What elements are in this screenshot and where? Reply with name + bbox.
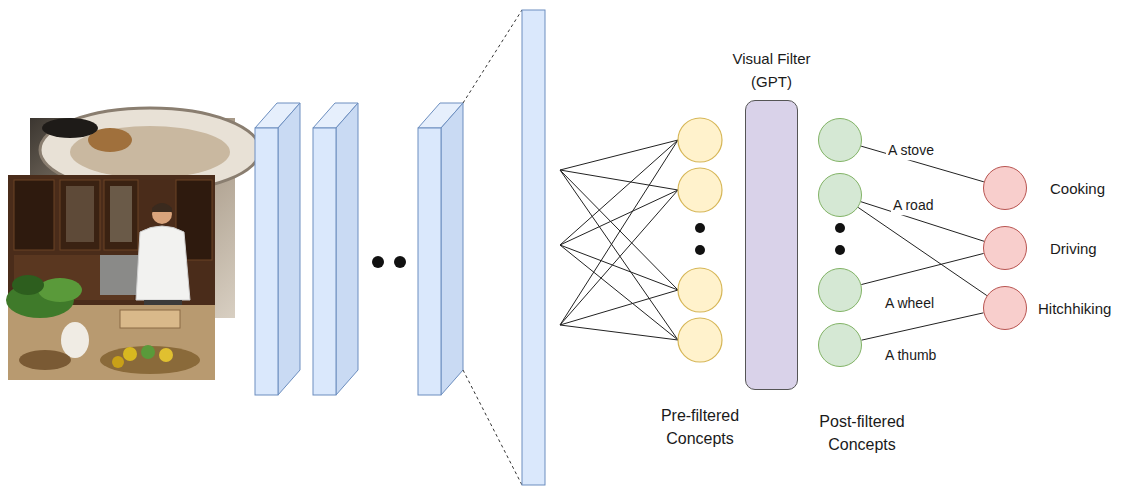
class-circle: Driving <box>983 226 1027 270</box>
concept-label: A thumb <box>883 347 938 365</box>
class-circle: Hitchhiking <box>983 286 1027 330</box>
filter-box: Visual Filter (GPT) <box>745 100 798 390</box>
cnn-layers <box>255 103 463 395</box>
ellipsis-dot <box>372 256 384 268</box>
concept-label: Driving <box>1048 240 1099 259</box>
concept-label: Cooking <box>1048 180 1107 199</box>
zoom-line <box>463 10 522 103</box>
feature-layer <box>522 10 545 485</box>
ellipsis-dot <box>394 256 406 268</box>
zoom-line <box>463 370 522 485</box>
concept-circle: A thumb <box>818 323 862 367</box>
concept-link <box>858 207 987 295</box>
layer-caption: Pre-filtered Concepts <box>635 404 765 450</box>
ellipsis-dot <box>695 223 705 233</box>
concept-label: A stove <box>886 142 936 160</box>
concept-circle: A stove <box>818 118 862 162</box>
concept-label: A road <box>891 197 935 215</box>
ellipsis-dot <box>695 245 705 255</box>
class-circle: Cooking <box>983 166 1027 210</box>
concept-link <box>861 253 983 284</box>
filter-title: Visual Filter (GPT) <box>712 48 832 93</box>
ellipsis-dot <box>835 245 845 255</box>
concept-link <box>861 313 983 340</box>
ellipsis-dot <box>835 223 845 233</box>
concept-circle: A road <box>818 173 862 217</box>
concept-label: Hitchhiking <box>1036 300 1113 319</box>
dense-connections <box>560 140 678 340</box>
layer-caption: Post-filtered Concepts <box>792 410 932 456</box>
photo-front <box>6 175 215 380</box>
concept-neuron <box>678 118 722 362</box>
concept-circle: A wheel <box>818 268 862 312</box>
concept-label: A wheel <box>883 295 936 313</box>
